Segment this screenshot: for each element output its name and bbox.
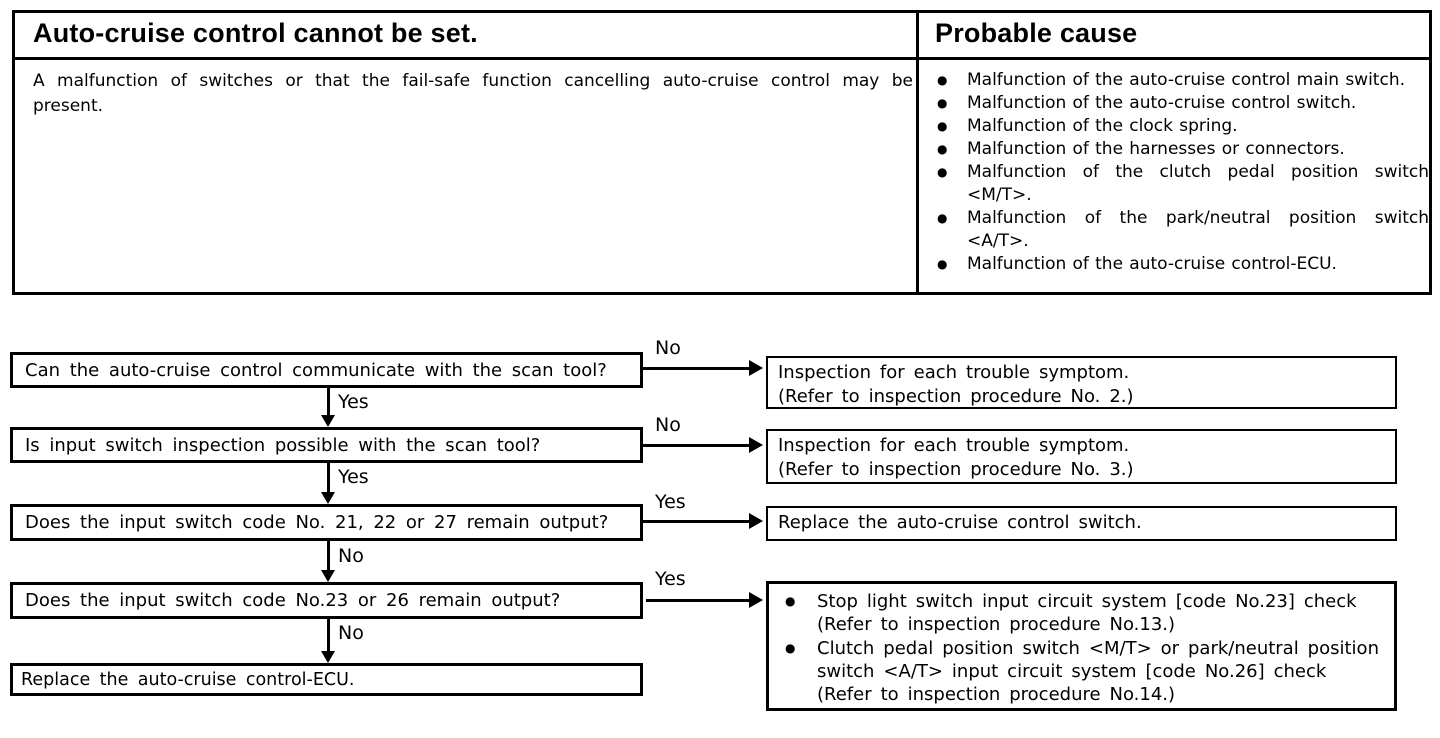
- probable-cause-text: Malfunction of the auto-cruise control m…: [967, 70, 1405, 90]
- probable-cause-header: Probable cause: [935, 18, 1138, 48]
- bullet-icon: ●: [937, 211, 948, 225]
- table-header-divider: [15, 57, 1429, 60]
- probable-cause-text: Malfunction of the clock spring.: [967, 116, 1238, 136]
- result-line: (Refer to inspection procedure No.13.): [817, 614, 1176, 635]
- decision-text: Does the input switch code No. 21, 22 or…: [25, 512, 609, 533]
- probable-cause-item: ● Malfunction of the clutch pedal positi…: [933, 161, 1429, 207]
- arrow-down-icon: [321, 463, 335, 504]
- result-box-procedure-3: Inspection for each trouble symptom. (Re…: [766, 429, 1397, 484]
- result-line: Inspection for each trouble symptom.: [778, 362, 1130, 383]
- arrow-right-icon: [646, 592, 763, 608]
- probable-cause-text: Malfunction of the park/neutral position…: [967, 208, 1429, 251]
- arrow-down-icon: [321, 541, 335, 582]
- branch-label-yes: Yes: [338, 391, 369, 413]
- arrow-right-icon: [643, 513, 763, 529]
- result-bullet-item: ● Stop light switch input circuit system…: [777, 590, 1386, 636]
- bullet-icon: ●: [937, 257, 948, 271]
- result-bullet-text: Stop light switch input circuit system […: [817, 590, 1386, 636]
- terminal-text: Replace the auto-cruise control-ECU.: [21, 669, 355, 690]
- decision-box-scan-tool-communication: Can the auto-cruise control communicate …: [10, 352, 643, 388]
- probable-cause-item: ● Malfunction of the clock spring.: [933, 115, 1429, 138]
- decision-box-code-21-22-27: Does the input switch code No. 21, 22 or…: [10, 504, 643, 541]
- bullet-icon: ●: [937, 142, 948, 156]
- result-bullet-text: Clutch pedal position switch <M/T> or pa…: [817, 637, 1386, 706]
- result-box-circuit-checks: ● Stop light switch input circuit system…: [766, 581, 1397, 711]
- branch-label-no: No: [338, 622, 364, 644]
- decision-box-input-switch-inspection: Is input switch inspection possible with…: [10, 427, 643, 463]
- result-box-procedure-2: Inspection for each trouble symptom. (Re…: [766, 356, 1397, 409]
- symptom-header: Auto-cruise control cannot be set.: [33, 18, 478, 48]
- result-line: Stop light switch input circuit system […: [817, 591, 1357, 612]
- probable-cause-item: ● Malfunction of the harnesses or connec…: [933, 138, 1429, 161]
- arrow-down-icon: [321, 619, 335, 663]
- branch-label-no: No: [655, 337, 681, 359]
- branch-label-yes: Yes: [655, 568, 686, 590]
- result-line: (Refer to inspection procedure No.14.): [817, 684, 1176, 705]
- arrow-right-icon: [643, 360, 763, 376]
- probable-cause-text: Malfunction of the auto-cruise control-E…: [967, 254, 1337, 274]
- decision-text: Is input switch inspection possible with…: [25, 434, 541, 456]
- probable-cause-item: ● Malfunction of the auto-cruise control…: [933, 92, 1429, 115]
- result-line: Replace the auto-cruise control switch.: [778, 512, 1142, 533]
- probable-cause-item: ● Malfunction of the auto-cruise control…: [933, 69, 1429, 92]
- result-line: switch <A/T> input circuit system [code …: [817, 661, 1327, 682]
- bullet-icon: ●: [937, 73, 948, 87]
- probable-cause-item: ● Malfunction of the park/neutral positi…: [933, 207, 1429, 253]
- branch-label-yes: Yes: [655, 491, 686, 513]
- symptom-comment: A malfunction of switches or that the fa…: [33, 71, 913, 116]
- decision-text: Can the auto-cruise control communicate …: [25, 359, 607, 381]
- bullet-icon: ●: [937, 119, 948, 133]
- bullet-icon: ●: [937, 96, 948, 110]
- bullet-icon: ●: [785, 641, 796, 655]
- symptom-table: Auto-cruise control cannot be set. Proba…: [12, 10, 1432, 295]
- branch-label-no: No: [655, 414, 681, 436]
- decision-text: Does the input switch code No.23 or 26 r…: [25, 590, 561, 611]
- probable-cause-text: Malfunction of the auto-cruise control s…: [967, 93, 1357, 113]
- result-line: (Refer to inspection procedure No. 3.): [778, 459, 1134, 480]
- branch-label-yes: Yes: [338, 466, 369, 488]
- probable-cause-item: ● Malfunction of the auto-cruise control…: [933, 253, 1429, 276]
- result-line: Inspection for each trouble symptom.: [778, 435, 1130, 456]
- result-box-replace-switch: Replace the auto-cruise control switch.: [766, 506, 1397, 541]
- result-line: (Refer to inspection procedure No. 2.): [778, 386, 1134, 407]
- bullet-icon: ●: [937, 165, 948, 179]
- terminal-box-replace-ecu: Replace the auto-cruise control-ECU.: [10, 663, 643, 696]
- result-line: Clutch pedal position switch <M/T> or pa…: [817, 638, 1379, 659]
- arrow-down-icon: [321, 388, 335, 427]
- decision-box-code-23-26: Does the input switch code No.23 or 26 r…: [10, 582, 643, 619]
- probable-cause-text: Malfunction of the harnesses or connecto…: [967, 139, 1345, 159]
- probable-cause-text: Malfunction of the clutch pedal position…: [967, 162, 1429, 205]
- arrow-right-icon: [643, 437, 763, 453]
- branch-label-no: No: [338, 545, 364, 567]
- bullet-icon: ●: [785, 594, 796, 608]
- result-bullet-item: ● Clutch pedal position switch <M/T> or …: [777, 637, 1386, 706]
- table-column-divider: [916, 13, 919, 292]
- probable-cause-list: ● Malfunction of the auto-cruise control…: [933, 69, 1429, 276]
